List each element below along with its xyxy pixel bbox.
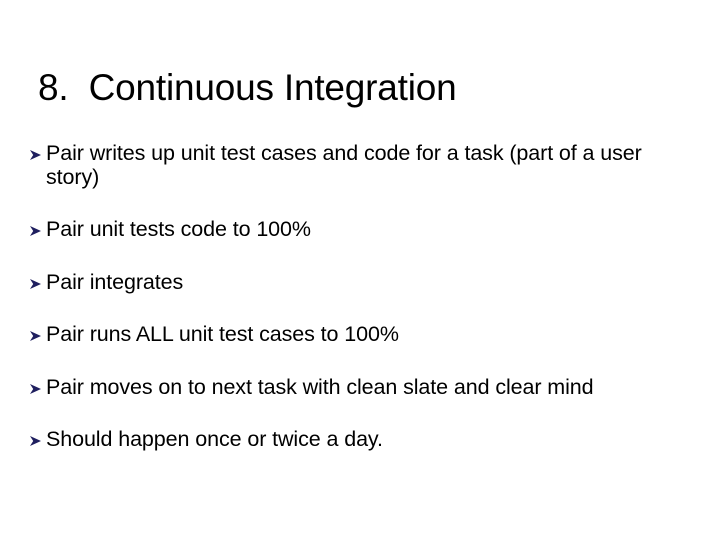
chevron-arrowhead-bullet-icon [28, 276, 44, 292]
list-item-label: Pair runs ALL unit test cases to 100% [46, 322, 399, 346]
list-item-label: Should happen once or twice a day. [46, 427, 383, 451]
list-item: Pair moves on to next task with clean sl… [0, 374, 720, 400]
list-item: Pair unit tests code to 100% [0, 217, 720, 242]
list-item-label: Pair moves on to next task with clean sl… [46, 374, 594, 399]
chevron-arrowhead-bullet-icon [28, 328, 44, 344]
list-item: Should happen once or twice a day. [0, 427, 720, 452]
chevron-arrowhead-bullet-icon [28, 381, 44, 397]
chevron-arrowhead-bullet-icon [28, 433, 44, 449]
chevron-arrowhead-bullet-icon [28, 147, 44, 163]
list-item: Pair runs ALL unit test cases to 100% [0, 322, 720, 347]
list-item-label: Pair writes up unit test cases and code … [46, 141, 642, 189]
bullet-list: Pair writes up unit test cases and code … [0, 141, 720, 481]
list-item: Pair writes up unit test cases and code … [0, 141, 720, 189]
list-item-label: Pair integrates [46, 269, 184, 294]
slide-title: 8. Continuous Integration [38, 67, 457, 108]
chevron-arrowhead-bullet-icon [28, 223, 44, 239]
list-item: Pair integrates [0, 269, 720, 295]
list-item-label: Pair unit tests code to 100% [46, 217, 311, 241]
